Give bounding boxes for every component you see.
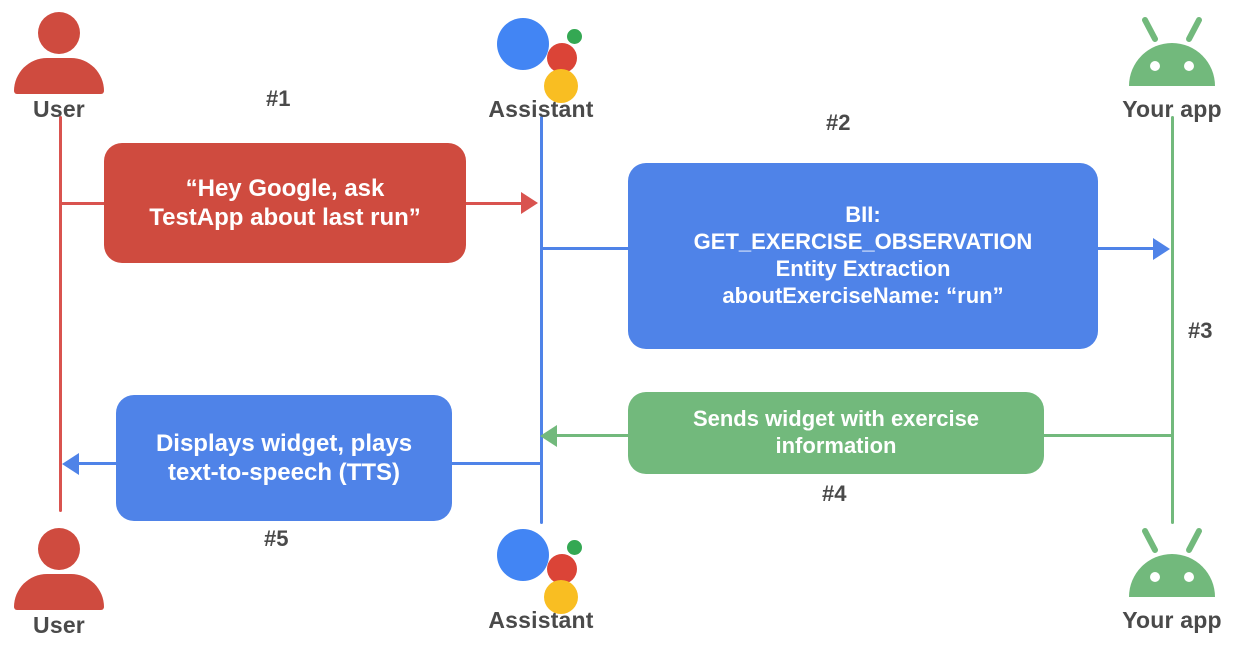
message-app-response-line1: Sends widget with exercise <box>692 406 980 432</box>
message-box-assistant-response: Displays widget, plays text-to-speech (T… <box>116 395 452 521</box>
arrowhead-assistant-to-user <box>62 453 79 475</box>
assistant-blue-dot-icon <box>497 529 549 581</box>
actor-your-app-bottom: Your app <box>1097 523 1244 632</box>
actor-assistant-top: Assistant <box>466 12 616 121</box>
connector-assistant-to-box5 <box>452 462 542 465</box>
message-bii-line1: BII: <box>845 202 881 228</box>
message-bii-line2: GET_EXERCISE_OBSERVATION <box>693 229 1033 255</box>
connector-box2-to-your-app <box>1098 247 1154 250</box>
message-bii-line3: Entity Extraction <box>775 256 951 281</box>
android-robot-icon <box>1123 523 1221 605</box>
google-assistant-icon <box>495 12 587 103</box>
assistant-green-dot-icon <box>567 29 582 44</box>
step-label-1: #1 <box>266 86 291 111</box>
lifeline-user <box>59 116 62 512</box>
arrowhead-your-app-to-assistant <box>540 425 557 447</box>
message-user-query-line2: TestApp about last run” <box>149 204 421 231</box>
message-box-app-response: Sends widget with exercise information <box>628 392 1044 474</box>
arrowhead-user-to-assistant <box>521 192 538 214</box>
step-label-4: #4 <box>822 481 847 506</box>
actor-label-your-app-bottom: Your app <box>1122 607 1222 633</box>
assistant-green-dot-icon <box>567 540 582 555</box>
connector-user-to-box1-left <box>60 202 120 205</box>
connector-assistant-to-box2 <box>541 247 629 250</box>
connector-your-app-to-box4 <box>1043 434 1173 437</box>
assistant-yellow-dot-icon <box>544 69 578 103</box>
person-icon <box>14 528 104 610</box>
connector-box1-to-assistant <box>466 202 523 205</box>
assistant-red-dot-icon <box>547 43 577 73</box>
actor-label-assistant-top: Assistant <box>488 96 594 122</box>
arrowhead-assistant-to-your-app <box>1153 238 1170 260</box>
actor-label-user-top: User <box>33 96 85 122</box>
lifeline-your-app <box>1171 116 1174 524</box>
person-body-shape <box>14 58 104 94</box>
message-app-response-line2: information <box>775 433 897 458</box>
assistant-yellow-dot-icon <box>544 580 578 614</box>
actor-your-app-top: Your app <box>1097 12 1244 121</box>
message-assistant-response-line2: text-to-speech (TTS) <box>167 459 400 486</box>
actor-label-assistant-bottom: Assistant <box>488 607 594 633</box>
person-body-shape <box>14 574 104 610</box>
android-robot-icon <box>1123 12 1221 94</box>
assistant-blue-dot-icon <box>497 18 549 70</box>
connector-box5-to-user <box>78 462 120 465</box>
actor-assistant-bottom: Assistant <box>466 523 616 632</box>
message-box-user-query: “Hey Google, ask TestApp about last run” <box>104 143 466 263</box>
person-icon <box>14 12 104 94</box>
step-label-3: #3 <box>1188 318 1213 343</box>
lifeline-assistant <box>540 116 543 524</box>
connector-box4-to-assistant <box>556 434 632 437</box>
message-user-query-line1: “Hey Google, ask <box>185 174 385 202</box>
actor-user-bottom: User <box>0 528 134 637</box>
message-bii-line4: aboutExerciseName: “run” <box>722 282 1004 308</box>
actor-user-top: User <box>0 12 134 121</box>
step-label-5: #5 <box>264 526 289 551</box>
person-head-shape <box>38 528 80 570</box>
message-assistant-response-line1: Displays widget, plays <box>155 429 413 457</box>
assistant-red-dot-icon <box>547 554 577 584</box>
actor-label-user-bottom: User <box>33 612 85 638</box>
message-box-bii: BII: GET_EXERCISE_OBSERVATION Entity Ext… <box>628 163 1098 349</box>
actor-label-your-app-top: Your app <box>1122 96 1222 122</box>
person-head-shape <box>38 12 80 54</box>
google-assistant-icon <box>495 523 587 614</box>
step-label-2: #2 <box>826 110 851 135</box>
